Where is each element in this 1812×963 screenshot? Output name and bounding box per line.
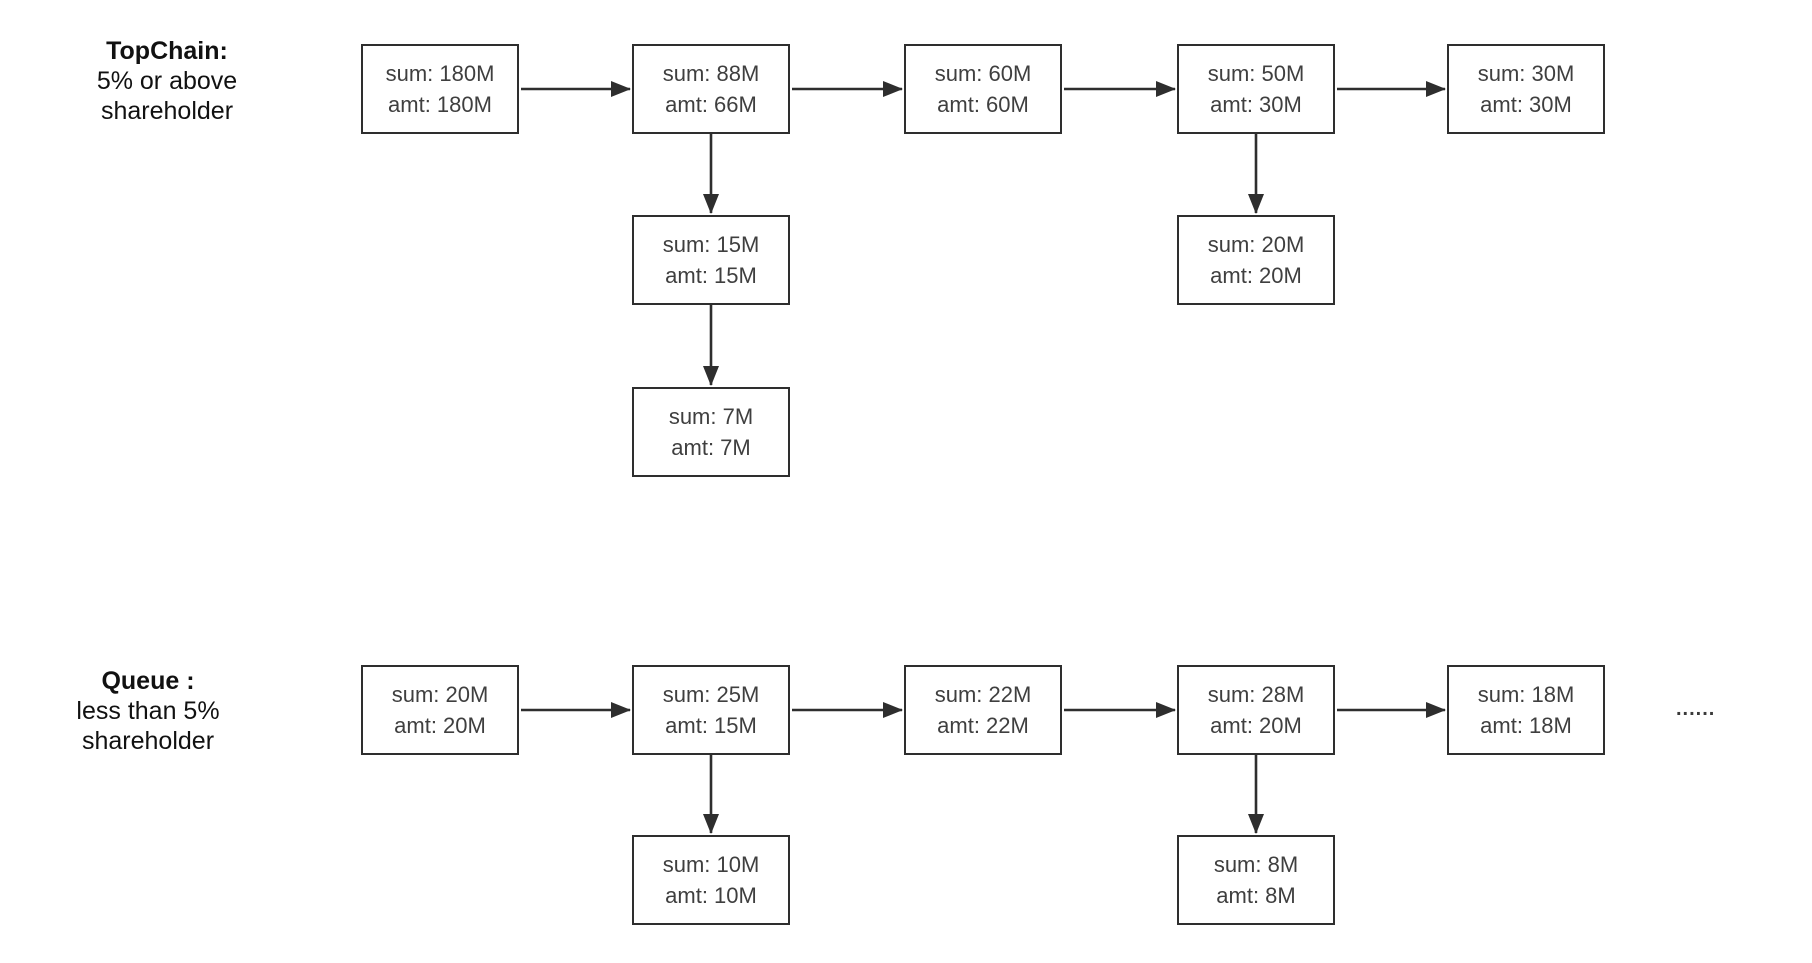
node-amt-text: amt: 20M: [1210, 263, 1302, 288]
node-amt-text: amt: 15M: [665, 263, 757, 288]
node-sum-text: sum: 30M: [1477, 61, 1575, 86]
topchain-node-2-child: sum: 15M amt: 15M: [632, 215, 790, 305]
node-sum-text: sum: 20M: [1207, 232, 1305, 257]
topchain-node-4: sum: 50M amt: 30M: [1177, 44, 1335, 134]
node-sum-text: sum: 18M: [1477, 682, 1575, 707]
node-amt-text: amt: 66M: [665, 92, 757, 117]
node-amt-text: amt: 30M: [1480, 92, 1572, 117]
node-sum-text: sum: 60M: [934, 61, 1032, 86]
node-amt-text: amt: 60M: [937, 92, 1029, 117]
queue-node-2-child: sum: 10M amt: 10M: [632, 835, 790, 925]
node-amt-text: amt: 15M: [665, 713, 757, 738]
node-sum-text: sum: 7M: [668, 404, 754, 429]
topchain-title: TopChain:: [106, 37, 228, 65]
node-amt-text: amt: 7M: [671, 435, 751, 460]
node-sum-text: sum: 20M: [391, 682, 489, 707]
topchain-subtitle-2: shareholder: [100, 97, 234, 125]
node-amt-text: amt: 10M: [665, 883, 757, 908]
queue-subtitle: less than 5%: [76, 697, 220, 725]
queue-heading: Queue : less than 5% shareholder: [23, 666, 273, 756]
node-amt-text: amt: 18M: [1480, 713, 1572, 738]
queue-node-4: sum: 28M amt: 20M: [1177, 665, 1335, 755]
topchain-subtitle: 5% or above: [96, 67, 238, 95]
node-amt-text: amt: 8M: [1216, 883, 1296, 908]
topchain-node-5: sum: 30M amt: 30M: [1447, 44, 1605, 134]
node-amt-text: amt: 180M: [388, 92, 492, 117]
node-sum-text: sum: 88M: [662, 61, 760, 86]
node-sum-text: sum: 22M: [934, 682, 1032, 707]
topchain-node-3: sum: 60M amt: 60M: [904, 44, 1062, 134]
queue-node-1: sum: 20M amt: 20M: [361, 665, 519, 755]
node-amt-text: amt: 20M: [394, 713, 486, 738]
node-amt-text: amt: 30M: [1210, 92, 1302, 117]
queue-node-4-child: sum: 8M amt: 8M: [1177, 835, 1335, 925]
topchain-node-2: sum: 88M amt: 66M: [632, 44, 790, 134]
node-sum-text: sum: 8M: [1213, 852, 1299, 877]
queue-continuation-ellipsis: ......: [1676, 698, 1716, 720]
node-sum-text: sum: 10M: [662, 852, 760, 877]
node-sum-text: sum: 180M: [385, 61, 495, 86]
queue-subtitle-2: shareholder: [81, 727, 215, 755]
topchain-node-2-grandchild: sum: 7M amt: 7M: [632, 387, 790, 477]
topchain-heading: TopChain: 5% or above shareholder: [42, 36, 292, 126]
topchain-node-4-child: sum: 20M amt: 20M: [1177, 215, 1335, 305]
node-amt-text: amt: 20M: [1210, 713, 1302, 738]
node-sum-text: sum: 25M: [662, 682, 760, 707]
queue-node-3: sum: 22M amt: 22M: [904, 665, 1062, 755]
topchain-node-1: sum: 180M amt: 180M: [361, 44, 519, 134]
queue-node-5: sum: 18M amt: 18M: [1447, 665, 1605, 755]
node-sum-text: sum: 50M: [1207, 61, 1305, 86]
node-sum-text: sum: 15M: [662, 232, 760, 257]
queue-title: Queue :: [101, 667, 195, 695]
node-sum-text: sum: 28M: [1207, 682, 1305, 707]
queue-node-2: sum: 25M amt: 15M: [632, 665, 790, 755]
node-amt-text: amt: 22M: [937, 713, 1029, 738]
